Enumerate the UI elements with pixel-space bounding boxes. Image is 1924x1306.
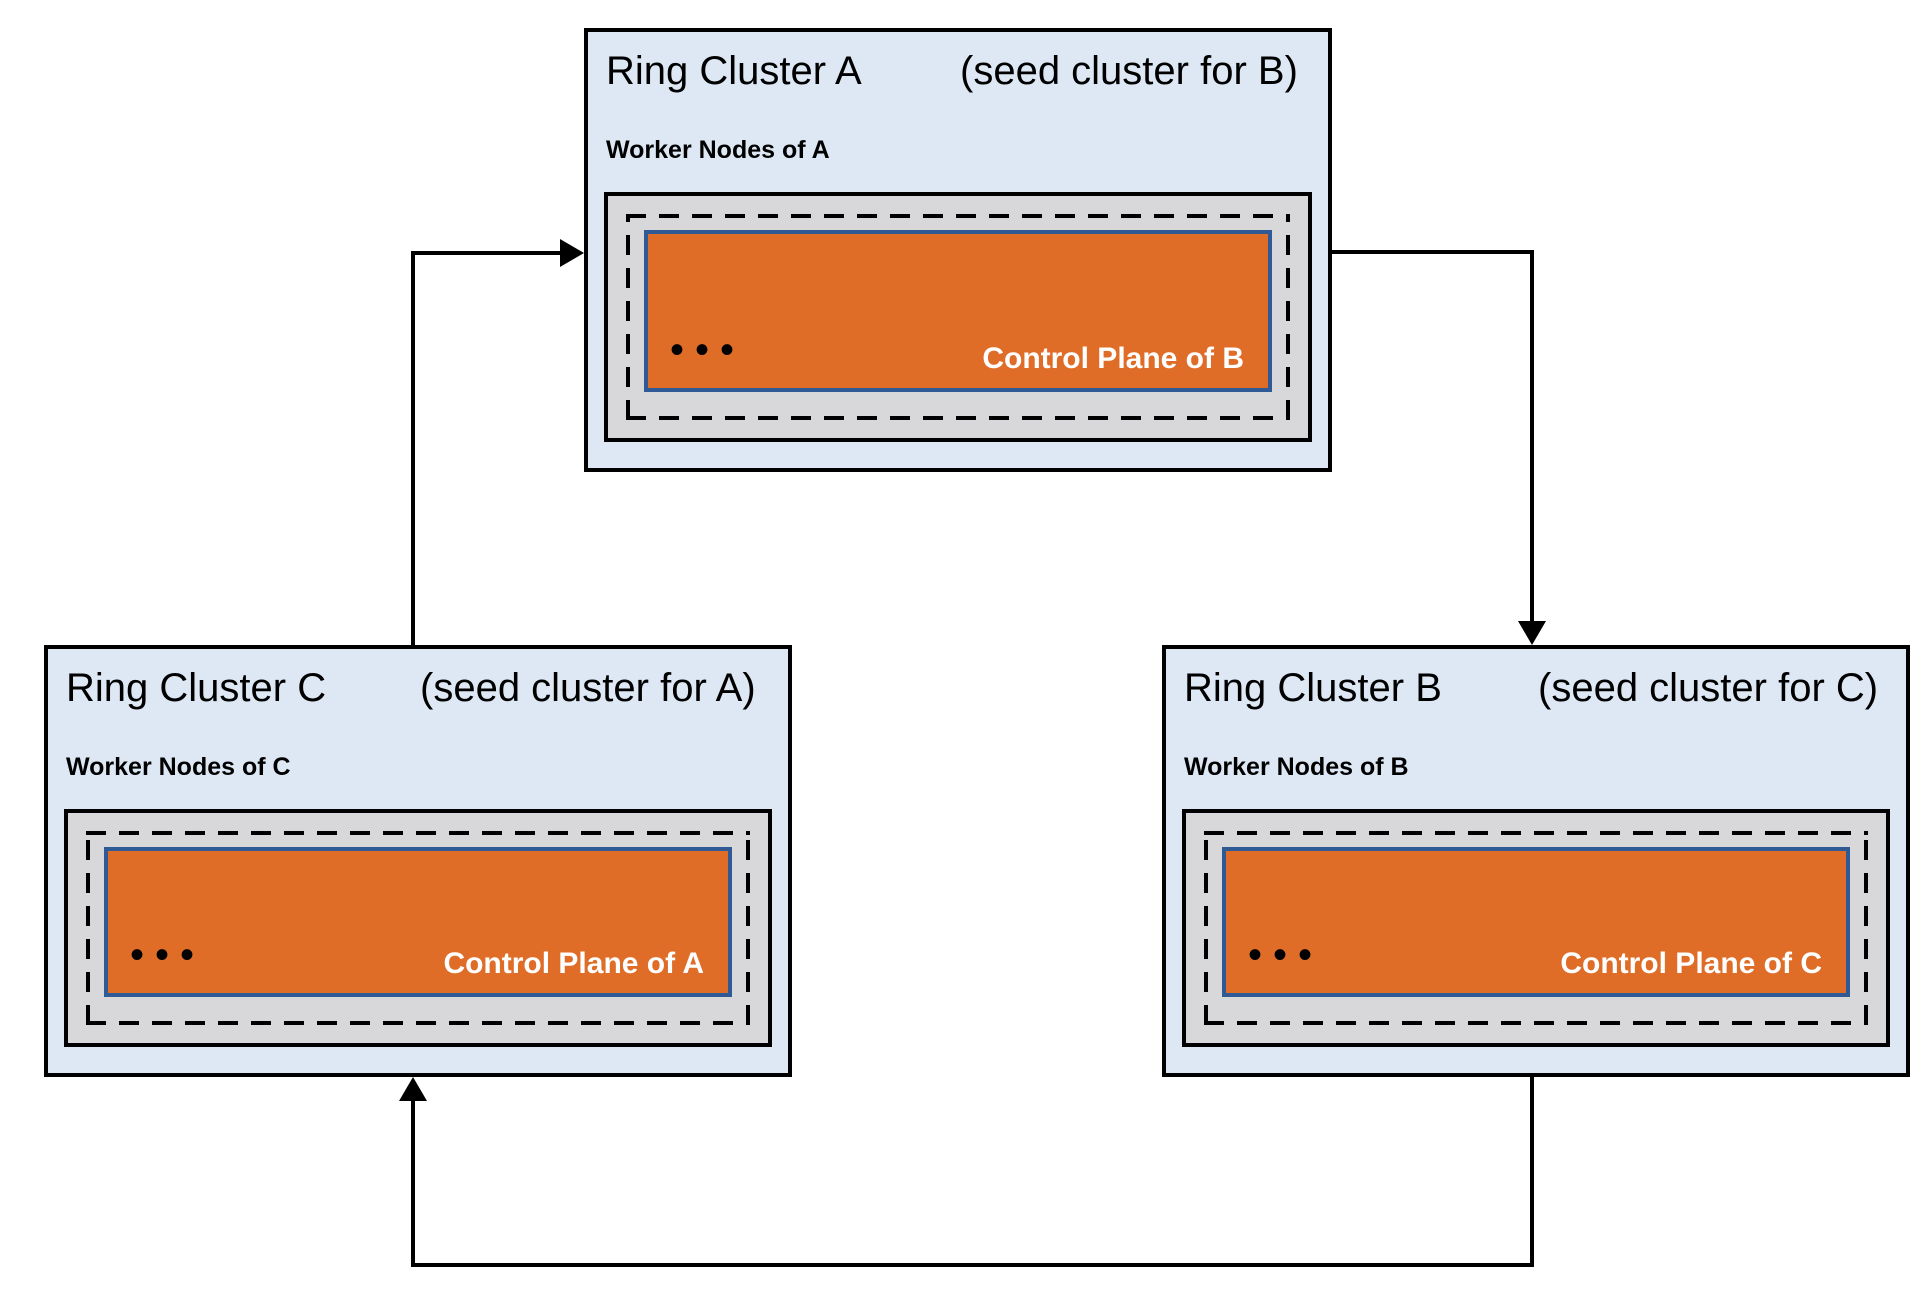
cluster-subtitle: (seed cluster for C) (1538, 666, 1879, 710)
worker-nodes-box: ••• Control Plane of C (1182, 809, 1890, 1047)
worker-nodes-box: ••• Control Plane of A (64, 809, 772, 1047)
cluster-name: Ring Cluster C (66, 666, 327, 710)
ellipsis-dots: ••• (130, 933, 206, 977)
cluster-title: Ring Cluster A (seed cluster for B) (606, 48, 1314, 94)
dashed-boundary: ••• Control Plane of C (1204, 831, 1868, 1025)
worker-nodes-label: Worker Nodes of B (1184, 753, 1409, 781)
arrow-a-to-b-horizontal-line (1332, 250, 1534, 254)
worker-nodes-label: Worker Nodes of C (66, 753, 291, 781)
control-plane-label: Control Plane of C (1560, 947, 1822, 980)
worker-nodes-label: Worker Nodes of A (606, 136, 830, 164)
cluster-c: Ring Cluster C (seed cluster for A) Work… (44, 645, 792, 1077)
cluster-subtitle: (seed cluster for A) (420, 666, 756, 710)
cluster-title: Ring Cluster C (seed cluster for A) (66, 665, 774, 711)
control-plane-label: Control Plane of A (443, 947, 704, 980)
arrowhead-into-cluster-b (1518, 621, 1546, 645)
arrow-b-to-c-vertical-line-to-c (411, 1099, 415, 1267)
cluster-a: Ring Cluster A (seed cluster for B) Work… (584, 28, 1332, 472)
cluster-name: Ring Cluster B (1184, 666, 1442, 710)
control-plane-box: ••• Control Plane of C (1222, 847, 1850, 997)
arrow-c-to-a-vertical-line (411, 251, 415, 645)
arrow-a-to-b-vertical-line (1530, 250, 1534, 623)
control-plane-label: Control Plane of B (982, 342, 1244, 375)
arrow-b-to-c-vertical-line-from-b (1530, 1077, 1534, 1267)
control-plane-box: ••• Control Plane of B (644, 230, 1272, 392)
cluster-b: Ring Cluster B (seed cluster for C) Work… (1162, 645, 1910, 1077)
dashed-boundary: ••• Control Plane of B (626, 214, 1290, 420)
ellipsis-dots: ••• (1248, 933, 1324, 977)
worker-nodes-box: ••• Control Plane of B (604, 192, 1312, 442)
arrow-b-to-c-horizontal-line (411, 1263, 1534, 1267)
control-plane-box: ••• Control Plane of A (104, 847, 732, 997)
cluster-title: Ring Cluster B (seed cluster for C) (1184, 665, 1892, 711)
cluster-subtitle: (seed cluster for B) (960, 49, 1298, 93)
ellipsis-dots: ••• (670, 328, 746, 372)
cluster-name: Ring Cluster A (606, 49, 862, 93)
arrow-c-to-a-horizontal-line (411, 251, 562, 255)
arrowhead-into-cluster-c (399, 1077, 427, 1101)
dashed-boundary: ••• Control Plane of A (86, 831, 750, 1025)
arrowhead-into-cluster-a (560, 239, 584, 267)
